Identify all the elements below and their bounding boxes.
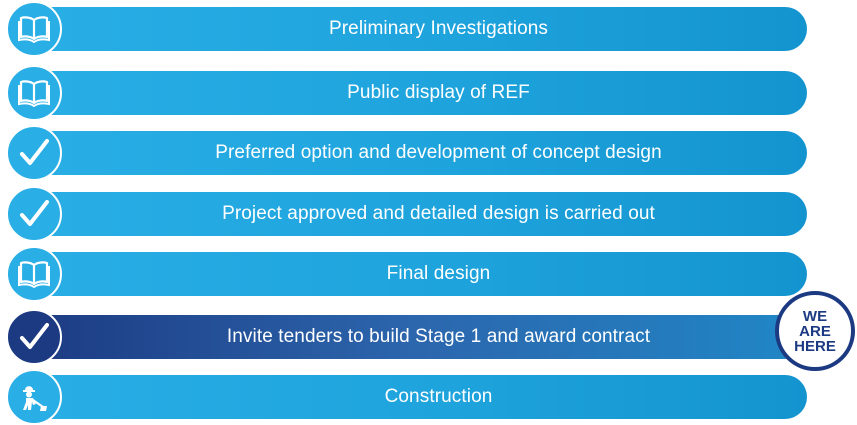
step-project-approved: Project approved and detailed design is … xyxy=(20,192,807,236)
step-preliminary-investigations: Preliminary Investigations xyxy=(20,7,807,51)
step-final-design: Final design xyxy=(20,252,807,296)
step-label: Construction xyxy=(384,386,493,407)
step-label: Project approved and detailed design is … xyxy=(222,203,655,224)
badge-line: HERE xyxy=(794,337,836,355)
check-icon xyxy=(6,125,62,181)
book-icon xyxy=(6,1,62,57)
badge-line: ARE xyxy=(799,322,831,340)
check-icon xyxy=(6,309,62,365)
badge-line: WE xyxy=(802,307,828,325)
worker-icon xyxy=(6,369,62,425)
step-public-display-ref: Public display of REF xyxy=(20,71,807,115)
step-label: Preliminary Investigations xyxy=(328,18,549,39)
book-icon xyxy=(6,65,62,121)
step-invite-tenders: Invite tenders to build Stage 1 and awar… xyxy=(20,315,807,359)
check-icon xyxy=(6,186,62,242)
book-icon xyxy=(6,246,62,302)
step-construction: Construction xyxy=(20,375,807,419)
step-label: Invite tenders to build Stage 1 and awar… xyxy=(226,326,651,347)
step-label: Final design xyxy=(386,263,491,284)
we-are-here-badge: WE ARE HERE xyxy=(775,291,855,371)
step-label: Public display of REF xyxy=(347,82,530,103)
step-preferred-option: Preferred option and development of conc… xyxy=(20,131,807,175)
step-label: Preferred option and development of conc… xyxy=(215,142,662,163)
